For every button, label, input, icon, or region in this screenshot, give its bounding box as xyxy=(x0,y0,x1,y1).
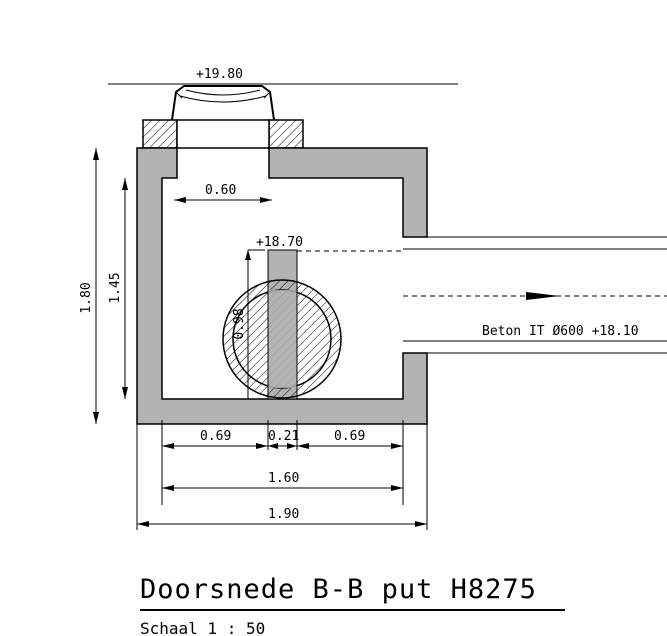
drawing-title: Doorsnede B-B put H8275 xyxy=(140,574,537,605)
inner-height-label: 1.45 xyxy=(108,272,123,303)
inner-width-label: 1.60 xyxy=(268,471,299,486)
mid-part-label: 0.21 xyxy=(268,429,299,444)
inner-height-dim xyxy=(122,178,128,399)
cover-frame xyxy=(171,85,275,121)
opening-dim-label: 0.60 xyxy=(205,183,236,198)
flow-arrow-icon xyxy=(526,292,560,300)
collar-opening xyxy=(176,119,270,149)
level-top-label: +19.80 xyxy=(196,67,243,82)
pipe-label: Beton IT Ø600 +18.10 xyxy=(482,324,639,339)
outlet-pipe xyxy=(297,236,667,354)
right-part-label: 0.69 xyxy=(334,429,365,444)
total-height-dim xyxy=(93,148,99,424)
part-dims xyxy=(161,420,404,505)
pipe-height-label: 0.98 xyxy=(232,308,247,339)
opening-dim xyxy=(174,197,272,203)
level-inner-top-label: +18.70 xyxy=(256,235,303,250)
drawing-scale: Schaal 1 : 50 xyxy=(140,619,265,636)
outer-width-label: 1.90 xyxy=(268,507,299,522)
total-height-label: 1.80 xyxy=(79,282,94,313)
collar-right xyxy=(268,119,304,149)
outer-width-dim xyxy=(136,424,428,530)
collar-left xyxy=(142,119,178,149)
inner-width-dim xyxy=(162,485,403,491)
left-part-label: 0.69 xyxy=(200,429,231,444)
